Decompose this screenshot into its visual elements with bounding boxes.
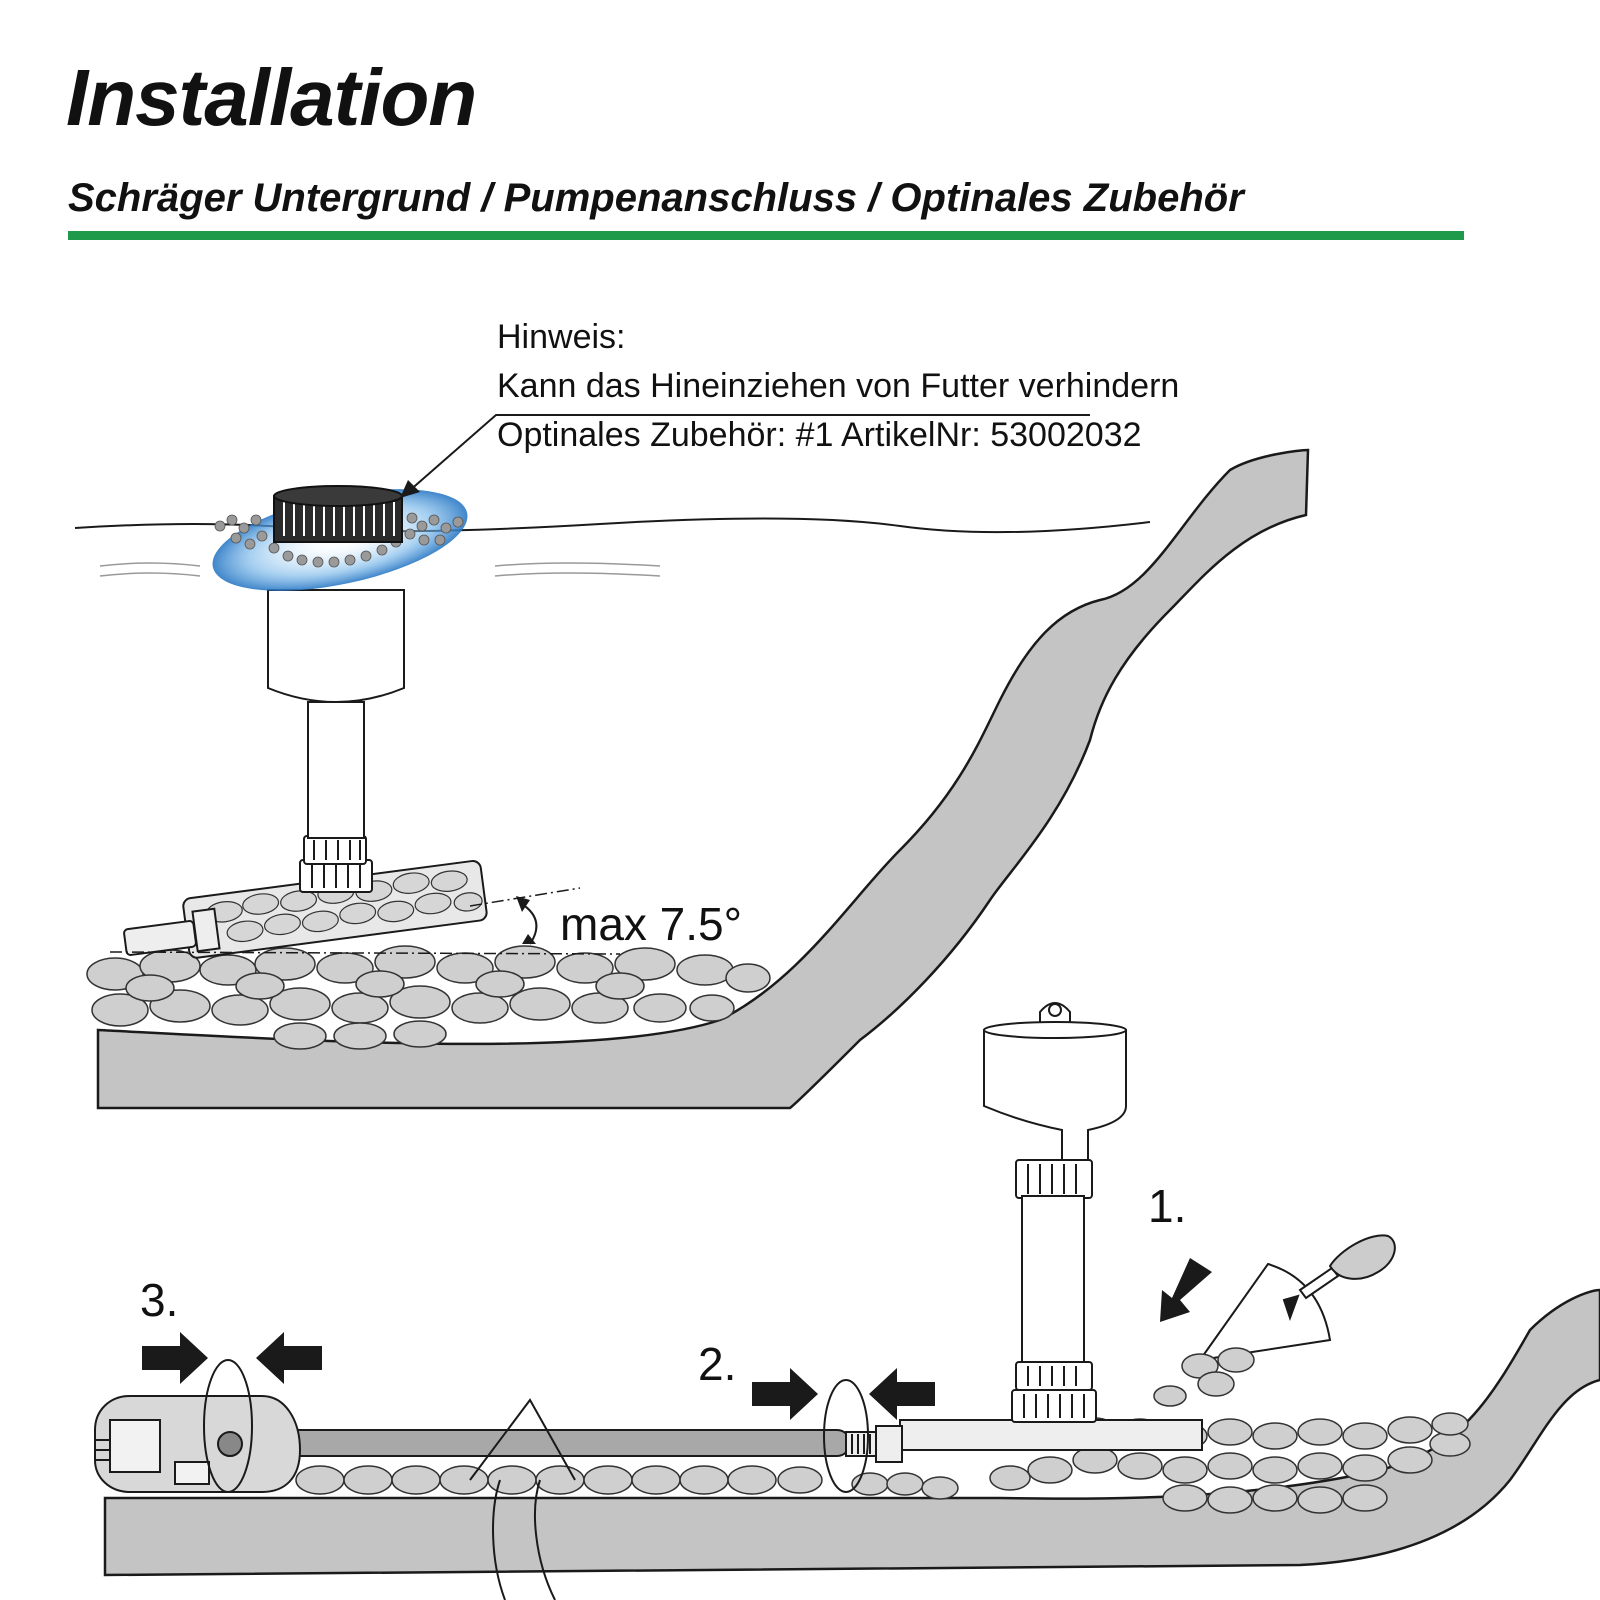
note-accessory-number: Optinales Zubehör: #1 ArtikelNr: 5300203…	[497, 416, 1142, 454]
note-heading: Hinweis:	[497, 318, 625, 356]
page-title: Installation	[66, 53, 477, 142]
ground-slope-top	[96, 448, 1310, 1110]
floating-skimmer-icon	[212, 485, 468, 591]
angle-reference-tilt	[469, 887, 581, 907]
arrow-icon	[142, 1258, 1212, 1420]
note-description: Kann das Hineinziehen von Futter verhind…	[497, 367, 1179, 405]
falling-stones	[1153, 1347, 1255, 1407]
clamp-ring-pump	[203, 1359, 253, 1493]
angle-arrow-head	[516, 896, 536, 944]
title-underline	[68, 231, 1464, 240]
tilted-base-plate	[182, 860, 488, 959]
pump-icon	[94, 1395, 302, 1493]
hose-connector-bottom	[845, 1425, 903, 1463]
step-3-label: 3.	[140, 1274, 178, 1326]
hose	[219, 1429, 851, 1457]
skimmer-column-top	[267, 589, 405, 893]
cutaway-indicator	[469, 1398, 576, 1481]
angle-label: max 7.5°	[560, 898, 742, 950]
cutaway-curve	[492, 1479, 556, 1600]
note-leader-line	[407, 414, 1090, 493]
trowel-icon	[1197, 1234, 1396, 1362]
hose-connector-top	[123, 907, 221, 956]
step-2-label: 2.	[698, 1338, 736, 1390]
note-arrow-head	[400, 480, 420, 498]
stones-bed-bottom	[295, 1412, 1471, 1514]
page-subtitle: Schräger Untergrund / Pumpenanschluss / …	[68, 176, 1244, 220]
step-1-label: 1.	[1148, 1180, 1186, 1232]
clamp-ring-connector	[823, 1379, 869, 1493]
angle-reference-level	[109, 951, 621, 955]
base-plate-bottom	[899, 1419, 1203, 1451]
stones-bed-top	[86, 945, 771, 1050]
water-ripple	[99, 562, 661, 577]
skimmer-column-bottom	[983, 1002, 1127, 1423]
